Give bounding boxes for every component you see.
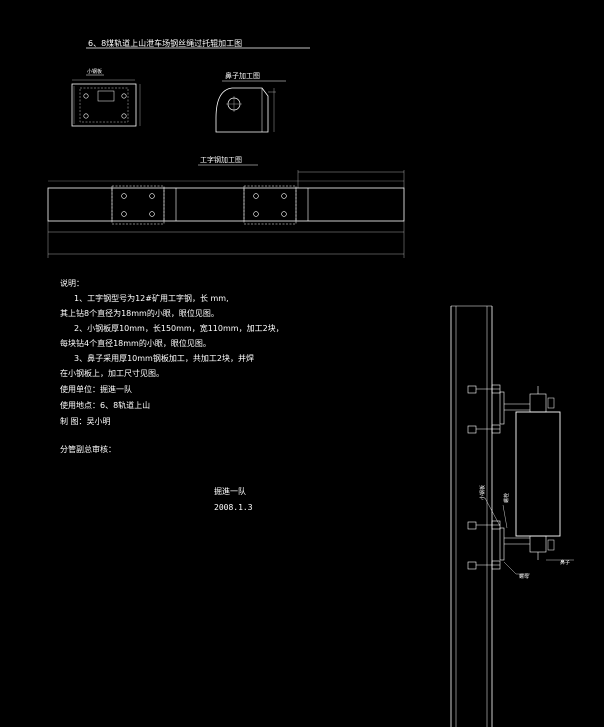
beam-hole	[121, 193, 127, 199]
assembly-bolt-label: 螺栓	[503, 493, 510, 503]
beam-hole	[149, 193, 155, 199]
i-beam-label: 工字钢加工图	[200, 155, 242, 164]
plate-hole	[83, 93, 89, 99]
bolt	[467, 521, 477, 530]
lug-outline	[215, 87, 269, 133]
signature-date: 2008.1.3	[214, 503, 253, 512]
bolt	[467, 425, 477, 434]
beam-hole	[281, 193, 287, 199]
drawing-title: 6、8煤轨道上山泄车场钢丝绳过托辊加工图	[88, 38, 242, 48]
approval-line: 分管副总审核：	[60, 444, 116, 454]
plate-hole	[121, 113, 127, 119]
beam-hole	[121, 211, 127, 217]
beam-hole	[149, 211, 155, 217]
assembly-view: 小钢板 螺栓 螺母 鼻子	[450, 305, 574, 727]
notes-block: 说明： 1、工字钢型号为12#矿用工字钢，长 mm, 其上钻8个直径为18mm的…	[60, 278, 284, 454]
signature-unit: 掘進一队	[214, 486, 246, 496]
note-line: 使用地点：6、8轨道上山	[60, 400, 150, 410]
signature-block: 掘進一队 2008.1.3	[214, 486, 253, 512]
beam-hole	[253, 211, 259, 217]
beam-hole	[281, 211, 287, 217]
lug-view: 鼻子加工图	[215, 71, 286, 133]
note-line: 每块钻4个直径18mm的小眼，眼位见图。	[60, 338, 211, 348]
note-line: 3、鼻子采用厚10mm钢板加工，共加工2块，并焊	[74, 353, 254, 363]
small-plate-label: 小钢板	[87, 68, 102, 75]
i-beam-view: 工字钢加工图	[47, 155, 405, 258]
plate-hole	[121, 93, 127, 99]
lug-label: 鼻子加工图	[225, 71, 260, 80]
roller	[515, 411, 561, 537]
i-beam-outline	[47, 187, 405, 222]
nut	[491, 424, 501, 434]
assembly-plate-label: 小钢板	[479, 485, 486, 500]
assembly-nut-label: 螺母	[519, 573, 529, 580]
note-line: 制 图：吴小明	[60, 416, 111, 426]
beam-hole	[253, 193, 259, 199]
nut	[491, 384, 501, 394]
small-plate-outline	[71, 83, 137, 127]
nut	[491, 560, 501, 570]
plate-hole	[83, 113, 89, 119]
note-line: 在小钢板上，加工尺寸见图。	[60, 368, 164, 378]
bolt	[467, 385, 477, 394]
small-plate-view: 小钢板	[71, 68, 141, 127]
bolt	[467, 561, 477, 570]
note-line: 使用单位：掘進一队	[60, 384, 132, 394]
note-line: 2、小钢板厚10mm，长150mm，宽110mm，加工2块，	[74, 323, 284, 333]
note-line: 其上钻8个直径为18mm的小眼，眼位见图。	[60, 308, 219, 318]
assembly-lug-label: 鼻子	[560, 559, 570, 566]
note-line: 1、工字钢型号为12#矿用工字钢，长 mm,	[74, 293, 229, 303]
notes-heading: 说明：	[60, 278, 84, 288]
nut	[491, 520, 501, 530]
